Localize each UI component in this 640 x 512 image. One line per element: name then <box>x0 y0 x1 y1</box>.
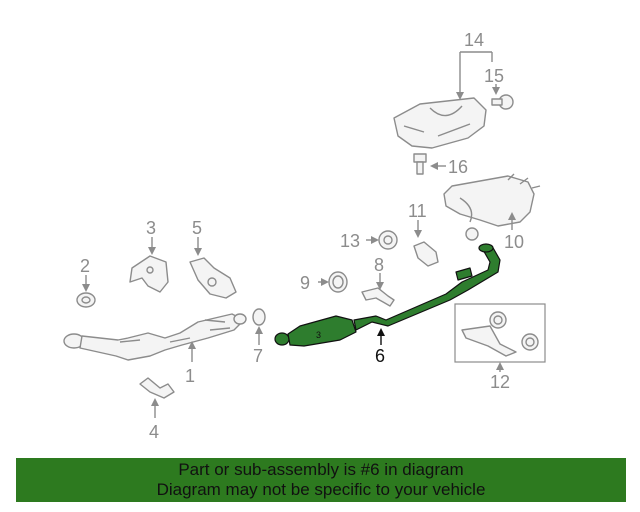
notice-line-1: Part or sub-assembly is #6 in diagram <box>178 460 464 479</box>
part-12-insulator-kit[interactable] <box>454 303 546 363</box>
svg-text:4: 4 <box>149 422 159 442</box>
svg-text:8: 8 <box>374 255 384 275</box>
part-8-hanger[interactable] <box>361 287 395 307</box>
part-15-bolt[interactable] <box>491 94 514 110</box>
callout-11: 11 <box>408 201 427 238</box>
part-2-gasket[interactable] <box>76 292 96 308</box>
svg-text:3: 3 <box>316 330 321 340</box>
callout-8: 8 <box>374 255 384 290</box>
callout-10: 10 <box>504 212 524 252</box>
svg-text:7: 7 <box>253 346 263 366</box>
svg-text:2: 2 <box>80 256 90 276</box>
notice-banner: Part or sub-assembly is #6 in diagram Di… <box>16 458 626 502</box>
svg-text:16: 16 <box>448 157 468 177</box>
callout-1: 1 <box>185 341 196 386</box>
svg-text:9: 9 <box>300 273 310 293</box>
callout-7: 7 <box>253 326 263 366</box>
svg-text:14: 14 <box>464 30 484 50</box>
callout-6: 6 <box>375 328 385 366</box>
callout-12: 12 <box>490 362 510 392</box>
svg-text:11: 11 <box>408 201 427 221</box>
svg-text:5: 5 <box>192 218 202 238</box>
callout-4: 4 <box>149 398 159 442</box>
part-10-muffler[interactable] <box>443 173 541 241</box>
callout-3: 3 <box>146 218 156 255</box>
callout-2: 2 <box>80 256 90 292</box>
callout-13: 13 <box>340 231 379 251</box>
callout-5: 5 <box>192 218 202 256</box>
svg-text:1: 1 <box>185 366 195 386</box>
callout-14: 14 <box>456 30 493 100</box>
part-7-gasket[interactable] <box>252 308 266 326</box>
part-5-bracket[interactable] <box>189 257 237 299</box>
part-13-insulator[interactable] <box>378 230 398 250</box>
callout-9: 9 <box>300 273 329 293</box>
svg-text:6: 6 <box>375 346 385 366</box>
part-3-bracket[interactable] <box>129 255 169 293</box>
part-11-hanger-bracket[interactable] <box>413 241 439 267</box>
svg-text:12: 12 <box>490 372 510 392</box>
svg-text:3: 3 <box>146 218 156 238</box>
svg-text:15: 15 <box>484 66 504 86</box>
part-4-hanger-clip[interactable] <box>139 377 175 399</box>
part-6-exhaust-pipe[interactable]: 3 <box>274 243 501 347</box>
part-9-insulator[interactable] <box>328 271 348 293</box>
part-1-front-pipe[interactable] <box>63 313 247 361</box>
svg-text:13: 13 <box>340 231 360 251</box>
part-16-bolt[interactable] <box>413 153 427 175</box>
callout-15: 15 <box>484 66 504 95</box>
notice-line-2: Diagram may not be specific to your vehi… <box>156 480 486 499</box>
svg-text:10: 10 <box>504 232 524 252</box>
callout-16: 16 <box>430 157 468 177</box>
part-14-heat-shield[interactable] <box>393 97 487 149</box>
